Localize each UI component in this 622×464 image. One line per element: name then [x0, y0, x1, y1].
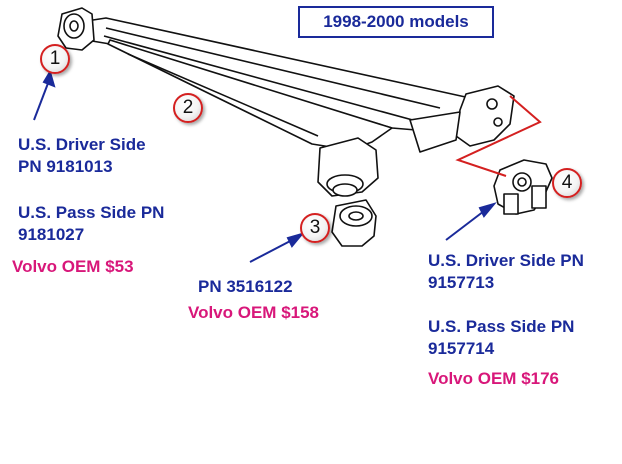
callout-4-number: 4 — [552, 168, 582, 198]
callout-3-price: Volvo OEM $158 — [188, 303, 320, 322]
callout-4-pass-line2: 9157714 — [428, 339, 495, 358]
callout-1-pass-line1: U.S. Pass Side PN — [18, 203, 165, 222]
callout-2-number: 2 — [173, 93, 203, 123]
lower-arm — [107, 39, 393, 151]
callout-1-driver-line1: U.S. Driver Side — [18, 135, 146, 154]
callout-4-price: Volvo OEM $176 — [428, 369, 560, 388]
title-box: 1998-2000 models — [298, 6, 494, 38]
title-text: 1998-2000 models — [323, 12, 469, 31]
callout-4-driver-line2: 9157713 — [428, 273, 495, 292]
callout-3-pn: PN 3516122 — [198, 277, 293, 296]
callout-3-badge: 3 — [300, 213, 330, 243]
callout-3-number: 3 — [300, 213, 330, 243]
callout-1-price: Volvo OEM $53 — [12, 257, 134, 276]
callout-1-driver-line2: PN 9181013 — [18, 157, 113, 176]
bracket-4 — [493, 159, 553, 215]
callout-4-driver-line1: U.S. Driver Side PN — [428, 251, 584, 270]
callout-1-badge: 1 — [40, 44, 70, 74]
bushing-3 — [331, 199, 377, 247]
callout-1-number: 1 — [40, 44, 70, 74]
callout-1-pass-line2: 9181027 — [18, 225, 85, 244]
callout-2-badge: 2 — [173, 93, 203, 123]
callout-4-pass-line1: U.S. Pass Side PN — [428, 317, 575, 336]
leader-lines — [455, 95, 542, 177]
callout-4-badge: 4 — [552, 168, 582, 198]
